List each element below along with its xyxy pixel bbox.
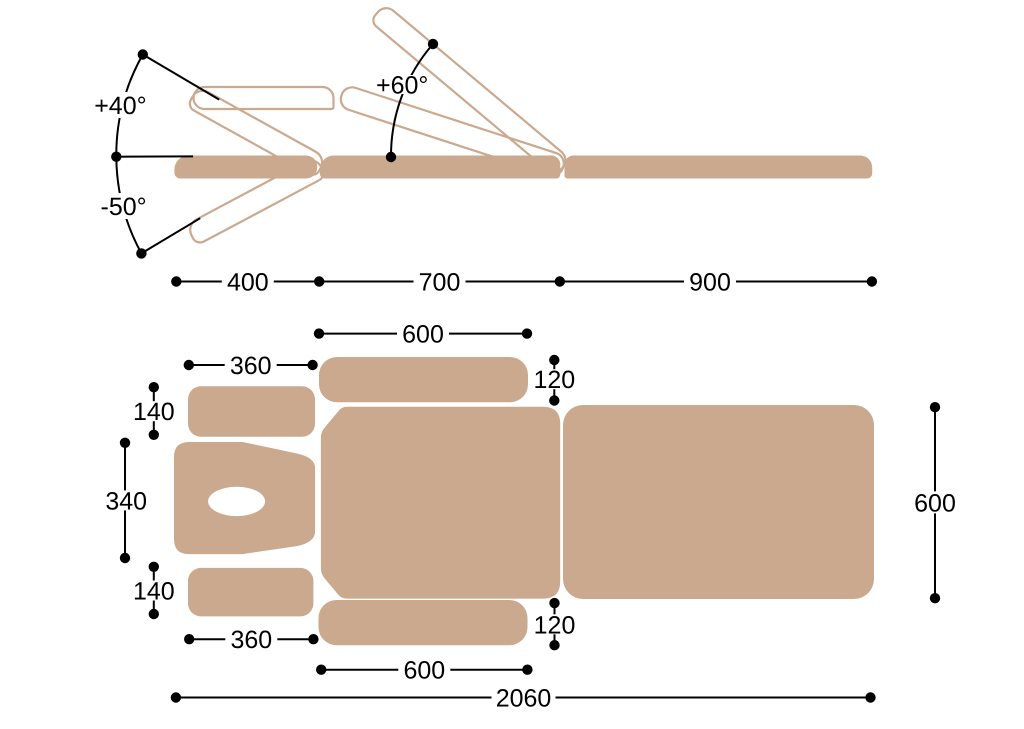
- svg-text:400: 400: [227, 269, 269, 297]
- svg-text:600: 600: [914, 489, 956, 517]
- svg-text:120: 120: [534, 611, 576, 639]
- svg-text:140: 140: [133, 398, 175, 426]
- svg-text:360: 360: [230, 352, 272, 380]
- svg-text:2060: 2060: [496, 685, 552, 713]
- svg-text:+40°: +40°: [94, 92, 146, 120]
- svg-text:600: 600: [402, 321, 444, 349]
- svg-text:360: 360: [230, 626, 272, 654]
- svg-text:140: 140: [133, 578, 175, 606]
- svg-text:120: 120: [533, 366, 575, 394]
- svg-text:-50°: -50°: [101, 193, 147, 221]
- svg-text:600: 600: [403, 657, 445, 685]
- svg-text:700: 700: [419, 269, 461, 297]
- svg-text:340: 340: [105, 487, 147, 515]
- svg-text:+60°: +60°: [376, 72, 428, 100]
- svg-text:900: 900: [689, 269, 731, 297]
